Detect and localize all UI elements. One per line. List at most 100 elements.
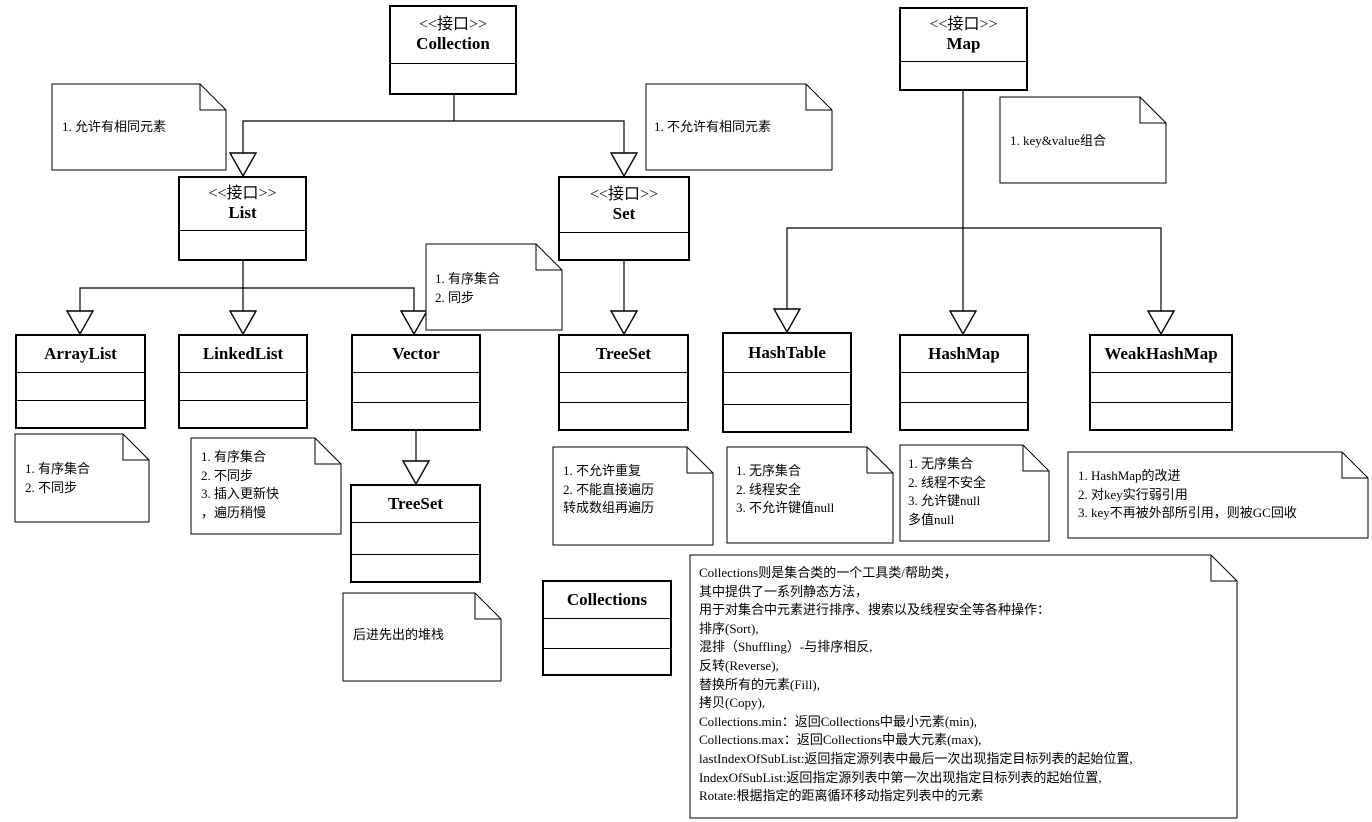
note-line: Collections.max：返回Collections中最大元素(max),: [699, 732, 982, 748]
arraylist-generalization-arrowhead: [65, 310, 95, 336]
collection-name: Collection: [416, 34, 490, 53]
linkedlist-class[interactable]: LinkedList: [178, 334, 308, 429]
stack-treeset-class[interactable]: TreeSet: [350, 484, 481, 583]
note-line: 1. key&value组合: [1010, 133, 1107, 148]
note-line: 后进先出的堆栈: [353, 627, 445, 642]
note-line: 1. 有序集合: [435, 271, 501, 286]
list-generalization-arrowhead: [228, 152, 258, 178]
set-generalization-arrowhead: [609, 152, 639, 178]
note-line: 3. 插入更新快: [201, 486, 280, 501]
map-name: Map: [946, 34, 981, 53]
list-interface[interactable]: <<接口>> List: [178, 176, 307, 261]
edge-list-branches: [79, 287, 415, 311]
hashmap-note: 1. 无序集合 2. 线程不安全 3. 允许键null 多值null: [908, 455, 986, 529]
vector-note: 1. 有序集合 2. 同步: [435, 270, 500, 307]
note-line: 2. 不能直接遍历: [563, 481, 655, 497]
note-line: 1. 有序集合: [25, 461, 91, 476]
treeset-name: TreeSet: [595, 344, 652, 363]
vector-generalization-arrowhead: [399, 310, 429, 336]
vector-class[interactable]: Vector: [351, 334, 481, 431]
note-line: ，遍历稍慢: [201, 504, 267, 520]
note-line: 1. 允许有相同元素: [62, 119, 167, 134]
note-line: 2. 对key实行弱引用: [1078, 486, 1188, 502]
collections-name: Collections: [566, 590, 648, 609]
note-line: 多值null: [908, 511, 955, 527]
vector-name: Vector: [392, 344, 440, 363]
collection-interface[interactable]: <<接口>> Collection: [389, 5, 517, 95]
note-line: 2. 不同步: [25, 479, 78, 495]
collections-note: Collections则是集合类的一个工具类/帮助类， 其中提供了一系列静态方法，…: [699, 564, 1133, 806]
set-note-shape: [645, 83, 833, 171]
weakhashmap-name: WeakHashMap: [1104, 344, 1218, 363]
collections-note-shape: [689, 554, 1238, 819]
arraylist-class[interactable]: ArrayList: [15, 334, 146, 429]
weakhashmap-note-shape: [1067, 451, 1369, 539]
edge-map-branches: [786, 227, 1162, 311]
note-line: 2. 线程不安全: [908, 474, 987, 490]
vector-note-shape: [425, 243, 563, 331]
linkedlist-name: LinkedList: [202, 344, 284, 363]
note-line: 反转(Reverse),: [699, 657, 779, 673]
map-interface[interactable]: <<接口>> Map: [899, 7, 1028, 91]
weakhashmap-note: 1. HashMap的改进 2. 对key实行弱引用 3. key不再被外部所引用，…: [1078, 467, 1297, 523]
note-line: 1. 无序集合: [908, 456, 974, 471]
arraylist-note-shape: [14, 433, 150, 523]
linkedlist-generalization-arrowhead: [228, 310, 258, 336]
treeset-generalization-arrowhead: [609, 310, 639, 336]
note-line: Collections则是集合类的一个工具类/帮助类，: [699, 565, 957, 580]
treeset-class[interactable]: TreeSet: [558, 334, 689, 431]
note-line: 2. 同步: [435, 289, 475, 305]
hashmap-note-shape: [899, 444, 1050, 542]
weakhashmap-class[interactable]: WeakHashMap: [1089, 334, 1233, 431]
stack-treeset-name: TreeSet: [387, 494, 444, 513]
set-note: 1. 不允许有相同元素: [654, 118, 771, 137]
note-line: 替换所有的元素(Fill),: [699, 676, 820, 692]
arraylist-note: 1. 有序集合 2. 不同步: [25, 460, 90, 497]
treeset-note: 1. 不允许重复 2. 不能直接遍历转成数组再遍历: [563, 462, 654, 518]
collection-stereotype: <<接口>>: [418, 16, 488, 33]
note-line: 转成数组再遍历: [563, 500, 655, 515]
map-note-shape: [999, 96, 1167, 184]
hashmap-generalization-arrowhead: [948, 310, 978, 336]
map-stereotype: <<接口>>: [929, 16, 998, 33]
set-interface[interactable]: <<接口>> Set: [558, 176, 690, 261]
list-note: 1. 允许有相同元素: [62, 118, 166, 137]
hashtable-class[interactable]: HashTable: [722, 332, 852, 433]
note-line: 1. 不允许有相同元素: [654, 119, 772, 134]
note-line: 2. 线程安全: [736, 481, 802, 497]
arraylist-name: ArrayList: [44, 344, 117, 363]
list-note-shape: [51, 83, 227, 171]
note-line: Collections.min：返回Collections中最小元素(min),: [699, 713, 978, 729]
hashtable-name: HashTable: [748, 343, 826, 362]
treeset-note-shape: [552, 446, 714, 546]
list-stereotype: <<接口>>: [208, 185, 277, 202]
edge-collection-branches: [242, 120, 625, 153]
note-line: 3. 不允许键值null: [736, 500, 835, 515]
hashtable-note-shape: [726, 446, 894, 544]
note-line: Rotate:根据指定的距离循环移动指定列表中的元素: [699, 788, 984, 804]
set-name: Set: [612, 204, 636, 223]
hashtable-generalization-arrowhead: [772, 308, 802, 334]
note-line: 1. 有序集合: [201, 449, 267, 464]
collections-class[interactable]: Collections: [542, 580, 672, 676]
hashmap-class[interactable]: HashMap: [899, 334, 1029, 431]
stack-note: 后进先出的堆栈: [353, 626, 444, 645]
hashmap-name: HashMap: [928, 344, 1000, 363]
note-line: 拷贝(Copy),: [699, 695, 766, 711]
note-line: IndexOfSubList:返回指定源列表中第一次出现指定目标列表的起始位置,: [699, 769, 1102, 785]
set-stereotype: <<接口>>: [589, 186, 659, 203]
stack-treeset-generalization-arrowhead: [401, 460, 431, 486]
weakhashmap-generalization-arrowhead: [1146, 310, 1176, 336]
note-line: 混排（Shuffling）-与排序相反,: [699, 639, 873, 655]
note-line: 1. HashMap的改进: [1078, 468, 1181, 483]
note-line: 3. 允许键null: [908, 493, 981, 508]
note-line: 1. 不允许重复: [563, 463, 642, 478]
note-line: 3. key不再被外部所引用，则被GC回收: [1078, 505, 1297, 520]
note-line: 其中提供了一系列静态方法，: [699, 583, 869, 599]
linkedlist-note-shape: [190, 437, 342, 535]
note-line: 用于对集合中元素进行排序、搜索以及线程安全等各种操作：: [699, 602, 1051, 618]
stack-note-shape: [342, 592, 502, 682]
map-note: 1. key&value组合: [1010, 132, 1106, 151]
